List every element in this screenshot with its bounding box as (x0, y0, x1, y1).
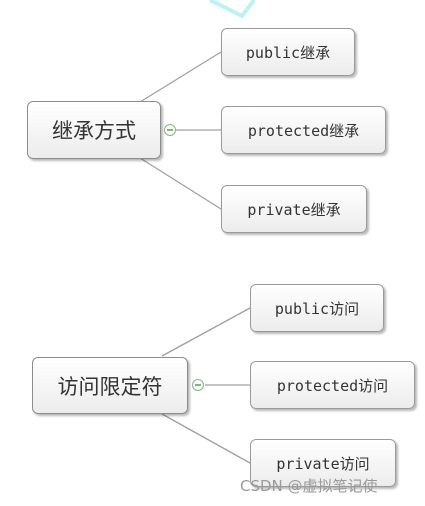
connector-line (139, 51, 222, 103)
root-node-access-specifier[interactable]: 访问限定符 (32, 357, 188, 414)
child-node-protected-access[interactable]: protected访问 (250, 361, 415, 409)
connector-line (139, 157, 222, 210)
collapse-toggle-icon[interactable] (164, 124, 176, 136)
child-node-label: public访问 (274, 299, 360, 318)
child-node-private-access[interactable]: private访问 (250, 439, 396, 487)
child-node-label: private继承 (247, 200, 341, 219)
collapse-toggle-icon[interactable] (192, 379, 204, 391)
connector-line (161, 307, 251, 357)
decorative-fragment (209, 0, 256, 19)
child-node-protected-inheritance[interactable]: protected继承 (221, 106, 386, 154)
child-node-public-inheritance[interactable]: public继承 (221, 28, 355, 76)
root-node-label: 访问限定符 (57, 374, 163, 399)
child-node-label: protected访问 (276, 376, 389, 395)
child-node-private-inheritance[interactable]: private继承 (221, 185, 367, 233)
watermark-text: CSDN @虚拟笔记使 (240, 477, 378, 495)
child-node-label: private访问 (276, 454, 370, 473)
child-node-public-access[interactable]: public访问 (250, 284, 384, 332)
child-node-label: public继承 (245, 43, 331, 62)
child-node-label: protected继承 (247, 121, 360, 140)
root-node-inheritance-mode[interactable]: 继承方式 (27, 101, 161, 159)
root-node-label: 继承方式 (52, 119, 136, 143)
connector-line (161, 413, 251, 464)
